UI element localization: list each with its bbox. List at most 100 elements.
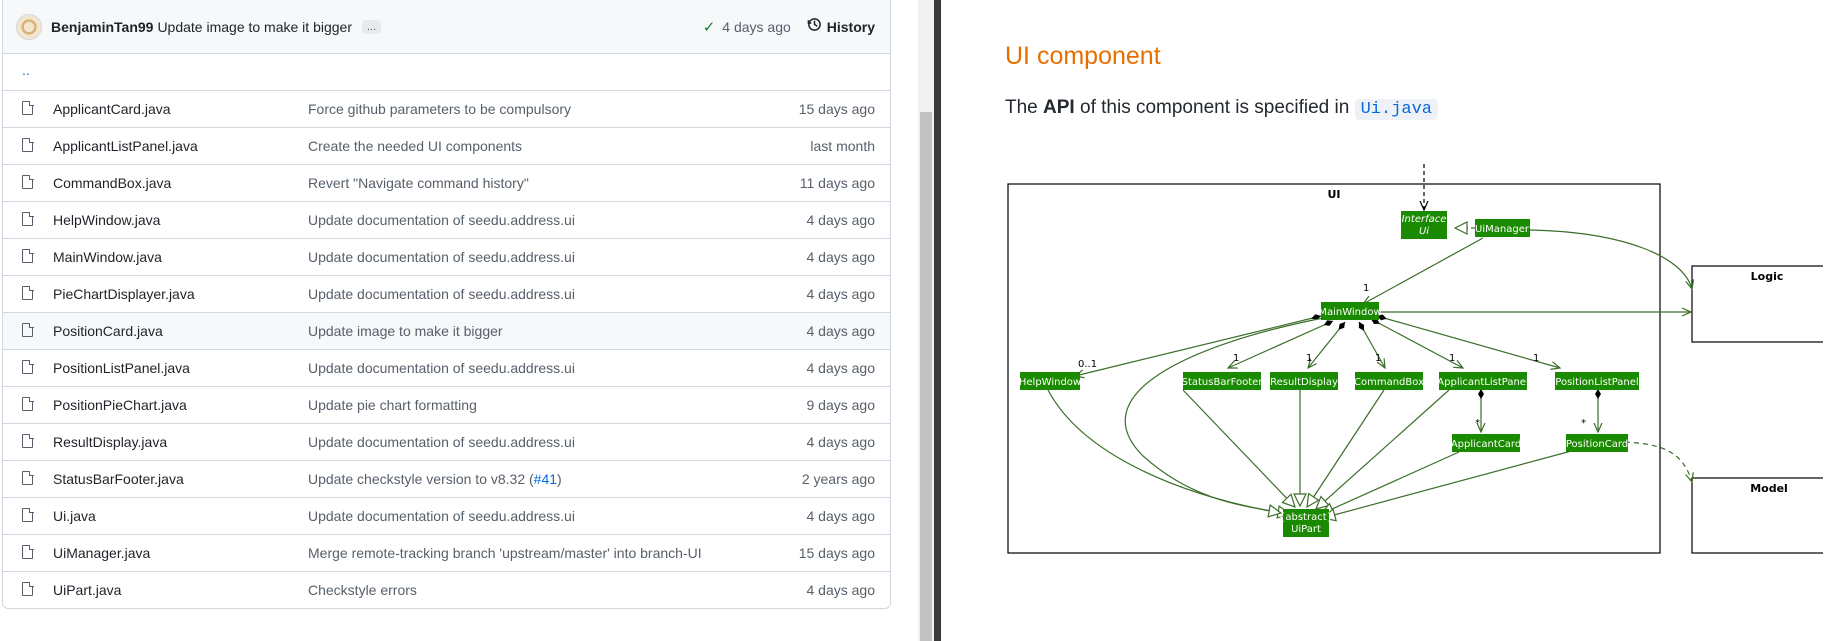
file-row[interactable]: ResultDisplay.java Update documentation o… [3, 424, 890, 461]
commit-message-end[interactable]: ) [557, 471, 562, 487]
file-row[interactable]: HelpWindow.java Update documentation of s… [3, 202, 890, 239]
commit-date[interactable]: 4 days ago [806, 212, 876, 228]
commit-message-text[interactable]: Update documentation of seedu.address.ui [308, 286, 575, 302]
file-name-link[interactable]: PositionPieChart.java [53, 397, 187, 413]
multiplicity-resultdisplay: 1 [1306, 353, 1312, 364]
commit-message-text[interactable]: Update documentation of seedu.address.ui [308, 249, 575, 265]
commit-date[interactable]: 4 days ago [806, 508, 876, 524]
commit-message-text[interactable]: Checkstyle errors [308, 582, 417, 598]
file-name-link[interactable]: PositionCard.java [53, 323, 163, 339]
positioncard-to-model [1624, 441, 1692, 482]
interface-name: Ui [1419, 226, 1429, 237]
resultdisplay-label: ResultDisplay [1270, 377, 1338, 388]
commit-date[interactable]: last month [810, 138, 875, 154]
file-name-link[interactable]: ResultDisplay.java [53, 434, 168, 450]
check-icon[interactable]: ✓ [702, 18, 716, 36]
file-row[interactable]: ApplicantCard.java Force github parameter… [3, 91, 890, 128]
scrollbar-thumb[interactable] [920, 112, 932, 641]
commit-message-link[interactable]: Update documentation of seedu.address.ui [308, 434, 575, 450]
file-row[interactable]: StatusBarFooter.java Update checkstyle ve… [3, 461, 890, 498]
pane-divider[interactable] [934, 0, 941, 641]
commit-message-link[interactable]: Update documentation of seedu.address.ui [308, 508, 575, 524]
commit-date[interactable]: 15 days ago [798, 545, 875, 561]
commit-message-link[interactable]: Update documentation of seedu.address.ui [308, 286, 575, 302]
commit-date[interactable]: 15 days ago [798, 101, 875, 117]
file-row[interactable]: MainWindow.java Update documentation of s… [3, 239, 890, 276]
file-row[interactable]: Ui.java Update documentation of seedu.add… [3, 498, 890, 535]
file-icon [22, 581, 34, 596]
commit-message-text[interactable]: Update pie chart formatting [308, 397, 477, 413]
commit-message-text[interactable]: Force github parameters to be compulsory [308, 101, 572, 117]
file-name-link[interactable]: Ui.java [53, 508, 96, 524]
file-name-link[interactable]: ApplicantListPanel.java [53, 138, 198, 154]
commit-date[interactable]: 4 days ago [806, 323, 876, 339]
file-icon [22, 507, 34, 522]
mainwindow-to-statusbar [1228, 321, 1334, 368]
commit-message-link[interactable]: Update pie chart formatting [308, 397, 477, 413]
parent-directory-row[interactable]: .. [3, 54, 890, 91]
commit-date[interactable]: 4 days ago [806, 434, 876, 450]
file-name-link[interactable]: HelpWindow.java [53, 212, 161, 228]
commit-message-link[interactable]: Checkstyle errors [308, 582, 417, 598]
api-paragraph: The API of this component is specified i… [1005, 97, 1439, 120]
file-row[interactable]: UiPart.java Checkstyle errors 4 days ago [3, 572, 890, 609]
file-name-link[interactable]: UiManager.java [53, 545, 151, 561]
file-row[interactable]: CommandBox.java Revert "Navigate command … [3, 165, 890, 202]
file-name-link[interactable]: StatusBarFooter.java [53, 471, 184, 487]
commit-message-text[interactable]: Update image to make it bigger [308, 323, 503, 339]
file-name-link[interactable]: MainWindow.java [53, 249, 162, 265]
commit-date[interactable]: 2 years ago [801, 471, 875, 487]
file-row[interactable]: ApplicantListPanel.java Create the needed… [3, 128, 890, 165]
file-name-link[interactable]: PieChartDisplayer.java [53, 286, 195, 302]
commit-message-link[interactable]: Merge remote-tracking branch 'upstream/m… [308, 545, 702, 561]
commit-message-link[interactable]: Update documentation of seedu.address.ui [308, 249, 575, 265]
commit-message-text[interactable]: Revert "Navigate command history" [308, 175, 529, 191]
file-name-link[interactable]: UiPart.java [53, 582, 122, 598]
file-row[interactable]: PositionCard.java Update image to make it… [3, 313, 890, 350]
file-name-link[interactable]: CommandBox.java [53, 175, 172, 191]
commit-message-text[interactable]: Create the needed UI components [308, 138, 523, 154]
commit-date[interactable]: 9 days ago [806, 397, 876, 413]
commit-message-link[interactable]: Force github parameters to be compulsory [308, 101, 571, 117]
file-row[interactable]: PositionPieChart.java Update pie chart fo… [3, 387, 890, 424]
commit-date[interactable]: 4 days ago [806, 582, 876, 598]
commit-message-link[interactable]: Update documentation of seedu.address.ui [308, 212, 575, 228]
commit-date[interactable]: 4 days ago [806, 286, 876, 302]
applicantcard-label: ApplicantCard [1451, 439, 1521, 450]
mainwindow-extends-uipart [1124, 317, 1324, 514]
commit-message[interactable]: Update image to make it bigger [157, 18, 352, 35]
ui-java-link[interactable]: Ui.java [1354, 99, 1439, 120]
commit-meta: ✓ 4 days ago History [703, 17, 875, 36]
issue-link[interactable]: #41 [533, 471, 558, 487]
commit-date[interactable]: 4 days ago [806, 360, 876, 376]
author-avatar[interactable] [16, 13, 42, 40]
section-heading: UI component [1005, 42, 1161, 70]
commit-expand-button[interactable]: ... [362, 19, 382, 34]
positionlistpanel-node: PositionListPanel [1555, 372, 1639, 390]
commit-message-link[interactable]: Revert "Navigate command history" [308, 175, 529, 191]
file-row[interactable]: PositionListPanel.java Update documentati… [3, 350, 890, 387]
commit-message-text[interactable]: Update documentation of seedu.address.ui [308, 212, 575, 228]
commit-message-link[interactable]: Create the needed UI components [308, 138, 522, 154]
commit-message-text[interactable]: Update documentation of seedu.address.ui [308, 508, 575, 524]
file-name-link[interactable]: ApplicantCard.java [53, 101, 171, 117]
history-link[interactable]: History [826, 18, 875, 35]
file-name-link[interactable]: PositionListPanel.java [53, 360, 190, 376]
commit-date[interactable]: 4 days ago [806, 249, 876, 265]
commit-message-text[interactable]: Merge remote-tracking branch 'upstream/m… [308, 545, 702, 561]
commit-author[interactable]: BenjaminTan99 [51, 18, 154, 35]
file-row[interactable]: UiManager.java Merge remote-tracking bran… [3, 535, 890, 572]
commit-message-text[interactable]: Update documentation of seedu.address.ui [308, 434, 575, 450]
commit-message-link[interactable]: Update checkstyle version to v8.32 (#41) [308, 471, 562, 487]
commit-message-text[interactable]: Update checkstyle version to v8.32 ( [308, 471, 534, 487]
commit-message-text[interactable]: Update documentation of seedu.address.ui [308, 360, 575, 376]
parent-directory-link[interactable]: .. [22, 62, 30, 78]
logic-package [1691, 265, 1823, 343]
commit-date[interactable]: 11 days ago [799, 175, 875, 191]
commit-message-link[interactable]: Update documentation of seedu.address.ui [308, 360, 575, 376]
commit-message-link[interactable]: Update image to make it bigger [308, 323, 503, 339]
clock-icon[interactable] [807, 17, 822, 36]
commit-date[interactable]: 4 days ago [722, 18, 791, 35]
file-row[interactable]: PieChartDisplayer.java Update documentati… [3, 276, 890, 313]
applicantlistpanel-label: ApplicantListPanel [1437, 377, 1528, 388]
